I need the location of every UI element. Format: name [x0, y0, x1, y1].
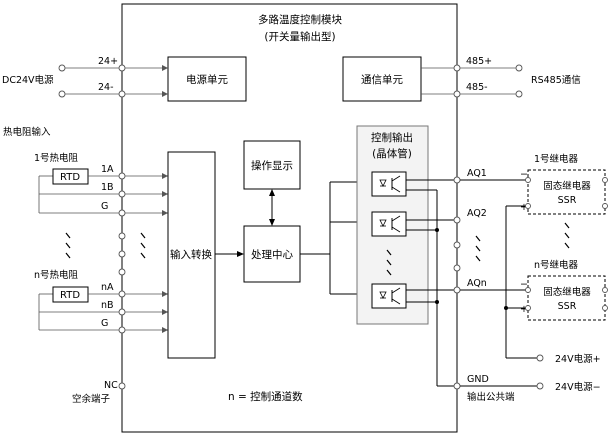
cpu-label: 处理中心 — [251, 248, 293, 261]
terminal-485plus-dot — [453, 64, 461, 72]
display-label: 操作显示 — [251, 159, 293, 172]
relay1-ssr-line2: SSR — [558, 195, 577, 206]
relay1-title: 1号继电器 — [534, 153, 579, 165]
v24-plus-label: 24V电源+ — [555, 353, 601, 365]
relayn-minus: − — [520, 279, 528, 290]
terminal-1B: 1B — [101, 182, 114, 193]
rs485-label: RS485通信 — [531, 74, 581, 86]
output-label-line2: (晶体管) — [372, 147, 412, 160]
relayn-ssr-line2: SSR — [558, 301, 577, 312]
comm-unit-label: 通信单元 — [361, 74, 403, 86]
rs485-plus-terminal-ext — [515, 64, 523, 72]
terminal-nB: nB — [101, 300, 114, 311]
module-title: 多路温度控制模块 — [258, 13, 342, 26]
terminal-24plus-dot — [118, 64, 126, 72]
terminal-nG: G — [101, 318, 108, 329]
rtd1-box — [52, 168, 89, 185]
power-unit-box — [167, 56, 247, 102]
rtdn-box — [52, 286, 89, 303]
input-conversion-box — [167, 151, 216, 359]
relay1-plus: + — [520, 202, 528, 213]
terminal-aq2: AQ2 — [467, 208, 487, 219]
relay1-box — [527, 169, 606, 215]
module-subtitle: (开关量输出型) — [264, 30, 335, 43]
spare-terminal-label: 空余端子 — [72, 393, 111, 405]
terminal-aq1: AQ1 — [467, 168, 487, 179]
comm-unit-box — [342, 56, 422, 102]
right-ellipsis — [475, 235, 481, 262]
relay-ellipsis — [564, 222, 570, 249]
output-label-line1: 控制输出 — [371, 131, 413, 144]
dc24v-label: DC24V电源 — [2, 74, 54, 86]
relay1-minus: − — [520, 169, 528, 180]
relayn-ssr-line1: 固态继电器 — [543, 286, 591, 298]
left-ellipsis — [65, 232, 146, 259]
relayn-plus: + — [520, 304, 528, 315]
rtdn-box-label: RTD — [60, 290, 80, 301]
terminal-485minus-dot — [453, 90, 461, 98]
display-box — [243, 140, 301, 190]
power-unit-label: 电源单元 — [186, 73, 228, 86]
terminal-24minus-dot — [118, 90, 126, 98]
terminal-gnd: GND — [467, 374, 489, 385]
terminal-nc: NC — [104, 380, 118, 391]
terminal-485plus: 485+ — [466, 56, 492, 67]
terminal-1A: 1A — [101, 164, 114, 175]
supply-minus-terminal-ext — [58, 90, 66, 98]
terminal-nA: nA — [101, 282, 114, 293]
out-common-label: 输出公共端 — [467, 391, 515, 403]
terminal-24plus: 24+ — [98, 56, 118, 67]
terminal-aqn: AQn — [467, 278, 487, 289]
rtd-input-heading: 热电阻输入 — [3, 126, 51, 138]
relayn-box — [527, 275, 606, 321]
terminal-1G: G — [101, 201, 108, 212]
v24-minus-label: 24V电源− — [555, 381, 601, 393]
input-conversion-label: 输入转换 — [170, 248, 212, 261]
relayn-title: n号继电器 — [534, 259, 579, 271]
transistor-2-icon — [371, 211, 407, 237]
relay1-ssr-line1: 固态继电器 — [543, 180, 591, 192]
rs485-minus-terminal-ext — [515, 90, 523, 98]
rtd1-label: 1号热电阻 — [34, 152, 79, 164]
channel-count-note: n = 控制通道数 — [228, 390, 303, 403]
transistor-1-icon — [371, 171, 407, 197]
terminal-485minus: 485- — [466, 82, 488, 93]
rtd1-box-label: RTD — [60, 172, 80, 183]
supply-plus-terminal-ext — [58, 64, 66, 72]
transistor-n-icon — [371, 283, 407, 309]
terminal-24minus: 24- — [98, 82, 114, 93]
rtdn-label: n号热电阻 — [34, 269, 79, 281]
output-ellipsis — [386, 249, 392, 276]
